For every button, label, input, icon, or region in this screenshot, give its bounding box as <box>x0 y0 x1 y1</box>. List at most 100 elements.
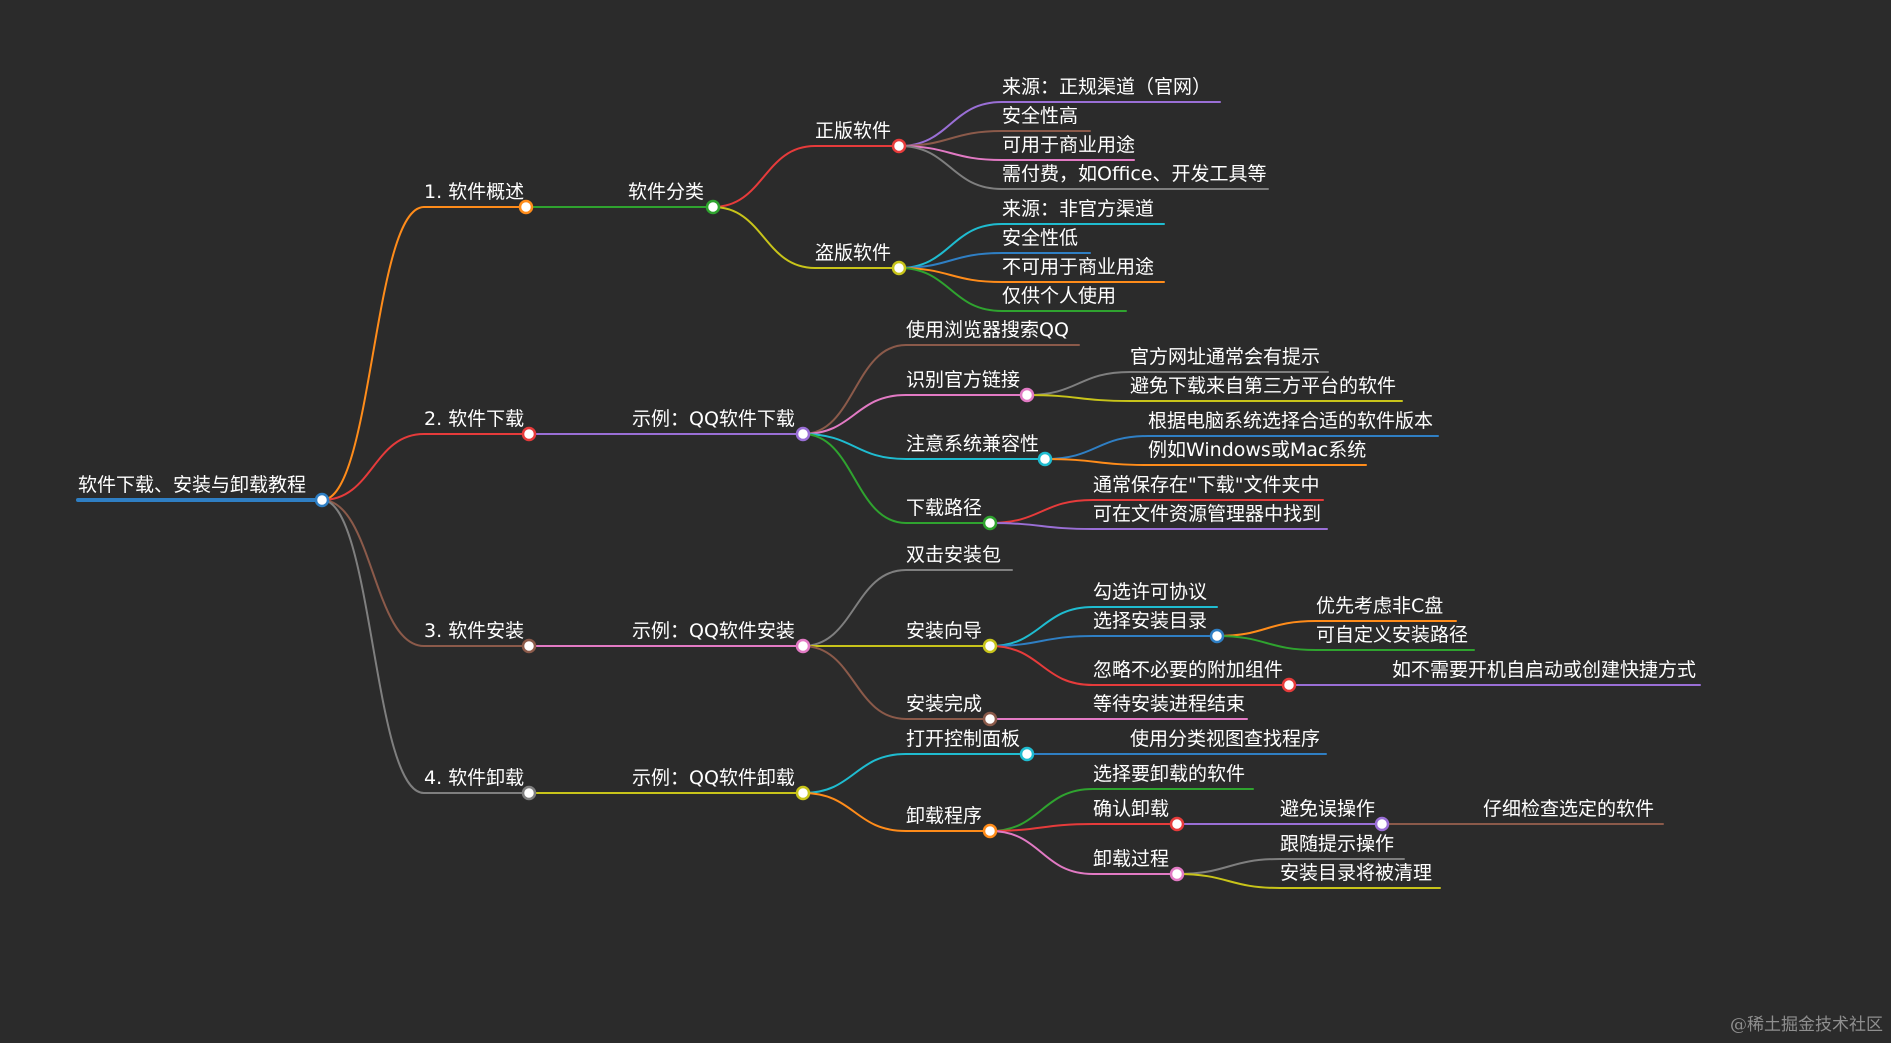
branch-connector <box>989 606 1094 647</box>
mindmap-node[interactable]: 双击安装包 <box>906 544 1002 566</box>
branch-connector <box>712 206 816 269</box>
branch-connector <box>1216 620 1317 637</box>
collapse-toggle[interactable] <box>795 638 811 654</box>
mindmap-node[interactable]: 仅供个人使用 <box>1002 285 1117 307</box>
mindmap-node[interactable]: 根据电脑系统选择合适的软件版本 <box>1148 410 1434 432</box>
mindmap-node[interactable]: 打开控制面板 <box>906 728 1021 750</box>
mindmap-node[interactable]: 软件分类 <box>628 181 705 203</box>
mindmap-node[interactable]: 选择安装目录 <box>1093 610 1208 632</box>
collapse-toggle[interactable] <box>982 823 998 839</box>
collapse-toggle[interactable] <box>982 711 998 727</box>
mindmap-node[interactable]: 官方网址通常会有提示 <box>1130 346 1321 368</box>
mindmap-node[interactable]: 示例：QQ软件卸载 <box>632 767 795 789</box>
mindmap-node[interactable]: 盗版软件 <box>815 242 892 264</box>
collapse-toggle[interactable] <box>795 426 811 442</box>
branch-connector <box>1176 873 1281 889</box>
collapse-toggle[interactable] <box>314 492 330 508</box>
root-topic[interactable]: 软件下载、安装与卸载教程 <box>78 474 307 496</box>
mindmap-node[interactable]: 示例：QQ软件安装 <box>632 620 795 642</box>
branch-connector <box>989 823 1094 832</box>
collapse-toggle[interactable] <box>795 785 811 801</box>
branch-connector <box>989 645 1094 686</box>
mindmap-node[interactable]: 安全性低 <box>1002 227 1079 249</box>
collapse-toggle[interactable] <box>521 785 537 801</box>
mindmap-node[interactable]: 1. 软件概述 <box>424 181 525 203</box>
mindmap-node[interactable]: 卸载过程 <box>1093 848 1170 870</box>
branch-connector <box>989 499 1094 524</box>
watermark: @稀土掘金技术社区 <box>1730 1015 1883 1035</box>
mindmap-node[interactable]: 优先考虑非C盘 <box>1316 595 1444 617</box>
collapse-toggle[interactable] <box>1281 677 1297 693</box>
branch-connector <box>989 830 1094 875</box>
branch-connector <box>802 344 907 435</box>
collapse-toggle[interactable] <box>1019 746 1035 762</box>
collapse-toggle[interactable] <box>982 638 998 654</box>
mindmap-node[interactable]: 避免下载来自第三方平台的软件 <box>1130 375 1397 397</box>
mindmap-node[interactable]: 仔细检查选定的软件 <box>1483 798 1655 820</box>
branch-connector <box>989 522 1094 530</box>
branch-connector <box>802 792 907 832</box>
collapse-toggle[interactable] <box>1169 816 1185 832</box>
branch-connector <box>1176 858 1281 875</box>
mindmap-node[interactable]: 示例：QQ软件下载 <box>632 408 795 430</box>
mindmap-node[interactable]: 识别官方链接 <box>906 369 1021 391</box>
mindmap-node[interactable]: 忽略不必要的附加组件 <box>1093 659 1284 681</box>
collapse-toggle[interactable] <box>1037 451 1053 467</box>
branch-connector <box>1044 458 1149 466</box>
mindmap-node[interactable]: 来源：正规渠道（官网） <box>1002 76 1212 98</box>
mindmap-node[interactable]: 注意系统兼容性 <box>906 433 1040 455</box>
collapse-toggle[interactable] <box>891 138 907 154</box>
mindmap-node[interactable]: 例如Windows或Mac系统 <box>1148 439 1367 461</box>
branch-connector <box>1044 435 1149 460</box>
mindmap-node[interactable]: 来源：非官方渠道 <box>1002 198 1155 220</box>
mindmap-node[interactable]: 使用分类视图查找程序 <box>1130 728 1321 750</box>
collapse-toggle[interactable] <box>521 426 537 442</box>
branch-connector <box>321 499 425 647</box>
mindmap-node[interactable]: 可在文件资源管理器中找到 <box>1093 503 1322 525</box>
mindmap-node[interactable]: 选择要卸载的软件 <box>1093 763 1246 785</box>
branch-connector <box>802 433 907 524</box>
mindmap-node[interactable]: 3. 软件安装 <box>424 620 525 642</box>
branch-connector <box>802 569 907 647</box>
mindmap-node[interactable]: 安装完成 <box>906 693 983 715</box>
collapse-toggle[interactable] <box>518 199 534 215</box>
branch-connector <box>898 145 1003 190</box>
collapse-toggle[interactable] <box>891 260 907 276</box>
mindmap-node[interactable]: 避免误操作 <box>1280 798 1376 820</box>
branch-connector <box>712 145 816 208</box>
collapse-toggle[interactable] <box>1019 387 1035 403</box>
mindmap-node[interactable]: 卸载程序 <box>906 805 983 827</box>
collapse-toggle[interactable] <box>1169 866 1185 882</box>
collapse-toggle[interactable] <box>705 199 721 215</box>
mindmap-node[interactable]: 通常保存在"下载"文件夹中 <box>1093 474 1320 496</box>
mindmap-node[interactable]: 如不需要开机自启动或创建快捷方式 <box>1392 659 1697 681</box>
mindmap-node[interactable]: 等待安装进程结束 <box>1093 693 1246 715</box>
collapse-toggle[interactable] <box>1374 816 1390 832</box>
mindmap-node[interactable]: 需付费，如Office、开发工具等 <box>1002 163 1267 185</box>
branch-connector <box>898 101 1003 147</box>
mindmap-node[interactable]: 4. 软件卸载 <box>424 767 525 789</box>
mindmap-node[interactable]: 可自定义安装路径 <box>1316 624 1469 646</box>
mindmap-node[interactable]: 安全性高 <box>1002 105 1079 127</box>
mindmap-node[interactable]: 下载路径 <box>906 497 983 519</box>
branch-connector <box>321 499 425 794</box>
collapse-toggle[interactable] <box>982 515 998 531</box>
mindmap-node[interactable]: 确认卸载 <box>1093 798 1170 820</box>
mindmap-node[interactable]: 正版软件 <box>815 120 892 142</box>
branch-connector <box>802 645 907 720</box>
mindmap-node[interactable]: 安装目录将被清理 <box>1280 862 1433 884</box>
mindmap-node[interactable]: 2. 软件下载 <box>424 408 525 430</box>
collapse-toggle[interactable] <box>521 638 537 654</box>
branch-connector <box>898 267 1003 312</box>
mindmap-node[interactable]: 跟随提示操作 <box>1280 833 1395 855</box>
branch-connector <box>989 788 1094 832</box>
mindmap-node[interactable]: 可用于商业用途 <box>1002 134 1136 156</box>
mindmap-node[interactable]: 使用浏览器搜索QQ <box>906 319 1069 341</box>
collapse-toggle[interactable] <box>1209 628 1225 644</box>
branch-connector <box>321 206 425 501</box>
mindmap-node[interactable]: 不可用于商业用途 <box>1002 256 1155 278</box>
mindmap-node[interactable]: 勾选许可协议 <box>1093 581 1208 603</box>
mindmap-node[interactable]: 安装向导 <box>906 620 983 642</box>
